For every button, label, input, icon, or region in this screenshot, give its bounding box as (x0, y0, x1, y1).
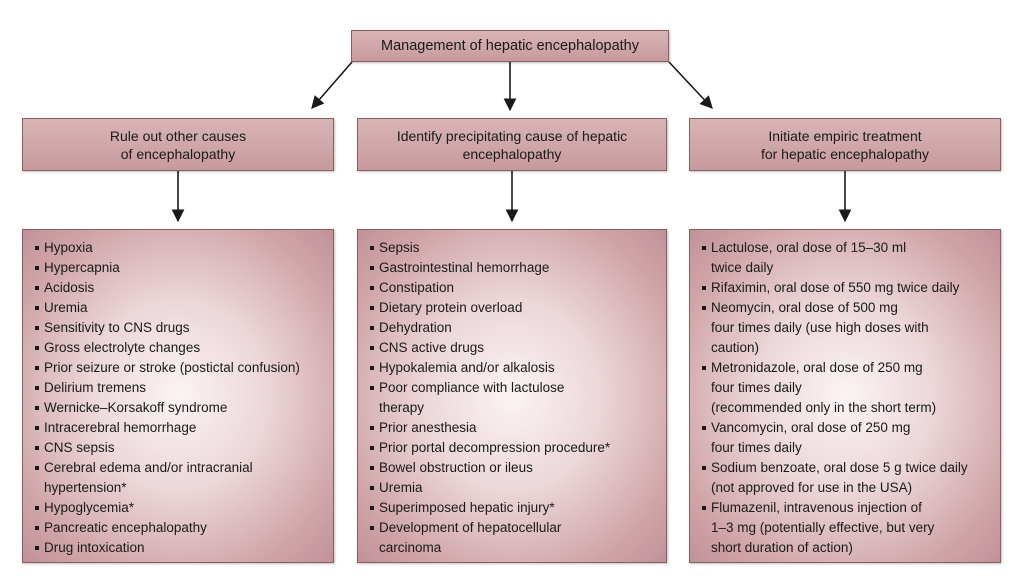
list-item: CNS active drugs (370, 338, 610, 358)
list-item: Metronidazole, oral dose of 250 mg four … (702, 358, 968, 418)
empiric-treatment-header: Initiate empiric treatment for hepatic e… (689, 118, 1001, 171)
list-item: Pancreatic encephalopathy (35, 518, 300, 538)
list-item: Lactulose, oral dose of 15–30 ml twice d… (702, 238, 968, 278)
list-item: Rifaximin, oral dose of 550 mg twice dai… (702, 278, 968, 298)
precipitating-cause-header-label: Identify precipitating cause of hepatic … (396, 127, 628, 162)
list-item: Acidosis (35, 278, 300, 298)
list-item: Wernicke–Korsakoff syndrome (35, 398, 300, 418)
list-item: Uremia (35, 298, 300, 318)
list-item: Poor compliance with lactulose therapy (370, 378, 610, 418)
list-item: Gastrointestinal hemorrhage (370, 258, 610, 278)
list-item: Uremia (370, 478, 610, 498)
list-item: Dehydration (370, 318, 610, 338)
empiric-treatment-list-box: Lactulose, oral dose of 15–30 ml twice d… (689, 229, 1001, 563)
list-item: Flumazenil, intravenous injection of 1–3… (702, 498, 968, 558)
list-item: Dietary protein overload (370, 298, 610, 318)
list-item: Intracerebral hemorrhage (35, 418, 300, 438)
arrow-root-to-col3 (668, 61, 713, 109)
list-item: Prior seizure or stroke (postictal confu… (35, 358, 300, 378)
list-item: Sodium benzoate, oral dose 5 g twice dai… (702, 458, 968, 498)
list-item: Sensitivity to CNS drugs (35, 318, 300, 338)
list-item: CNS sepsis (35, 438, 300, 458)
list-item: Vancomycin, oral dose of 250 mg four tim… (702, 418, 968, 458)
list-item: Delirium tremens (35, 378, 300, 398)
list-item: Gross electrolyte changes (35, 338, 300, 358)
list-item: Hypoxia (35, 238, 300, 258)
list-item: Neomycin, oral dose of 500 mg four times… (702, 298, 968, 358)
root-node: Management of hepatic encephalopathy (351, 30, 669, 62)
list-item: Constipation (370, 278, 610, 298)
list-item: Bowel obstruction or ileus (370, 458, 610, 478)
empiric-treatment-list: Lactulose, oral dose of 15–30 ml twice d… (702, 238, 968, 558)
list-item: Cerebral edema and/or intracranial hyper… (35, 458, 300, 498)
list-item: Development of hepatocellular carcinoma (370, 518, 610, 558)
root-label: Management of hepatic encephalopathy (381, 38, 639, 54)
list-item: Drug intoxication (35, 538, 300, 558)
list-item: Hypokalemia and/or alkalosis (370, 358, 610, 378)
list-item: Sepsis (370, 238, 610, 258)
list-item: Hypoglycemia* (35, 498, 300, 518)
list-item: Hypercapnia (35, 258, 300, 278)
empiric-treatment-header-label: Initiate empiric treatment for hepatic e… (760, 127, 930, 162)
rule-out-header: Rule out other causes of encephalopathy (22, 118, 334, 171)
list-item: Prior anesthesia (370, 418, 610, 438)
list-item: Prior portal decompression procedure* (370, 438, 610, 458)
precipitating-cause-header: Identify precipitating cause of hepatic … (357, 118, 667, 171)
list-item: Superimposed hepatic injury* (370, 498, 610, 518)
rule-out-header-label: Rule out other causes of encephalopathy (109, 127, 247, 162)
arrow-root-to-col1 (311, 61, 353, 109)
